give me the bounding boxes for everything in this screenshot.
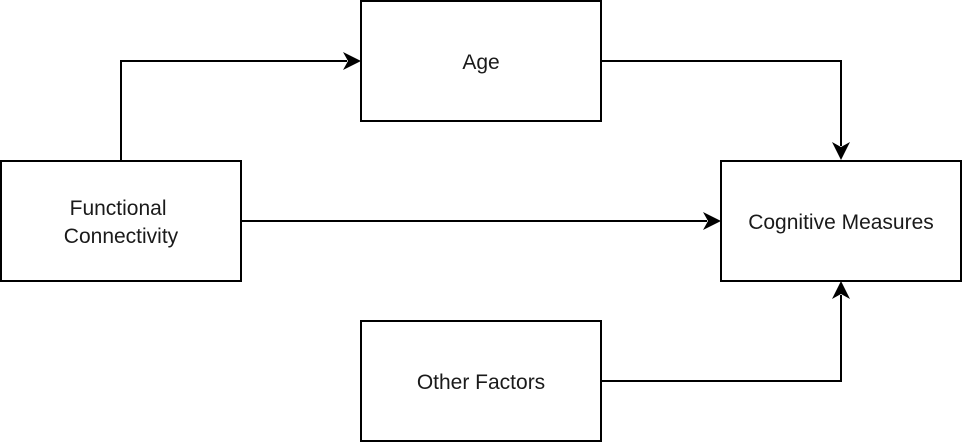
node-functional-connectivity-box[interactable]	[0, 160, 242, 282]
node-functional-connectivity-label: Functional Connectivity	[64, 197, 179, 248]
node-other-factors[interactable]: Other Factors	[360, 320, 602, 442]
arrowhead-to-age	[343, 52, 361, 70]
edge-other-factors-to-cognitive-measures	[601, 295, 842, 382]
node-functional-connectivity-label-line1: Functional	[70, 197, 167, 220]
node-other-factors-box[interactable]	[360, 320, 602, 442]
node-age[interactable]: Age	[360, 0, 602, 122]
arrowhead-to-cognitive-measures-left	[703, 212, 721, 230]
edges	[120, 52, 850, 382]
node-cognitive-measures-box[interactable]	[720, 160, 962, 282]
edge-age-to-cognitive-measures	[601, 60, 842, 146]
node-cognitive-measures-label: Cognitive Measures	[748, 211, 934, 234]
node-cognitive-measures[interactable]: Cognitive Measures	[720, 160, 962, 282]
edge-functional-connectivity-to-age	[120, 60, 347, 160]
node-age-label: Age	[462, 51, 499, 74]
arrowhead-to-cognitive-measures-bottom	[832, 281, 850, 299]
node-functional-connectivity-label-line2: Connectivity	[64, 225, 179, 248]
node-functional-connectivity[interactable]: Functional Connectivity	[0, 160, 242, 282]
arrowhead-to-cognitive-measures-top	[832, 142, 850, 160]
node-other-factors-label: Other Factors	[417, 371, 545, 394]
node-age-box[interactable]	[360, 0, 602, 122]
